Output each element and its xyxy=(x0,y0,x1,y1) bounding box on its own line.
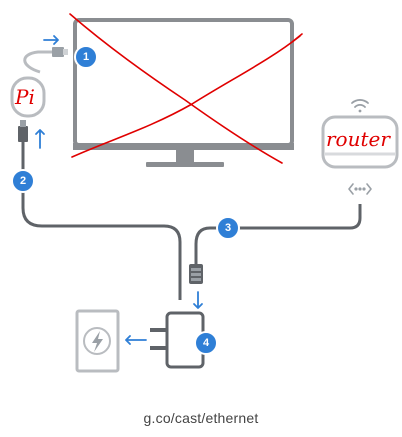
tv-bottom-bezel xyxy=(73,143,294,150)
footer-url: g.co/cast/ethernet xyxy=(143,410,259,426)
step-badge-3: 3 xyxy=(216,216,240,240)
step-badge-4: 4 xyxy=(194,331,218,355)
ethernet-plug xyxy=(189,264,203,309)
cross-out-mark xyxy=(69,13,303,164)
hdmi-plug xyxy=(52,47,64,57)
tv-screen xyxy=(73,18,294,147)
arrow-down-icon xyxy=(193,291,203,309)
step-badge-2: 2 xyxy=(11,169,35,193)
power-adapter xyxy=(125,311,205,369)
svg-text:1: 1 xyxy=(83,51,89,63)
usb-power-cable xyxy=(21,142,182,300)
usb-connector-tip xyxy=(20,120,26,127)
arrow-up-icon xyxy=(35,129,45,149)
device-annotation-label: Pi xyxy=(14,85,35,109)
lightning-icon xyxy=(92,331,103,352)
cross-out-stroke-2 xyxy=(71,33,303,158)
ethernet-cable xyxy=(194,204,362,264)
hdmi-cable-line xyxy=(23,50,58,74)
hdmi-cable xyxy=(23,35,68,74)
svg-text:2: 2 xyxy=(20,175,26,187)
tv-stand-neck xyxy=(176,150,194,164)
cast-device: Pi xyxy=(10,76,46,149)
router-annotation-label: router xyxy=(326,127,391,151)
cast-device-body xyxy=(10,76,46,118)
usb-connector xyxy=(18,126,28,142)
adapter-prong-top xyxy=(150,328,167,332)
wifi-icon xyxy=(351,99,369,113)
router: router xyxy=(321,99,399,195)
hdmi-plug-tip xyxy=(63,49,68,55)
arrow-left-icon xyxy=(125,335,147,345)
tv-stand-base xyxy=(146,162,224,167)
svg-text:3: 3 xyxy=(225,222,231,234)
outlet-ring xyxy=(83,327,111,355)
tv xyxy=(73,18,294,167)
arrow-right-icon xyxy=(43,35,59,45)
adapter-prong-bottom xyxy=(150,346,167,350)
wall-outlet xyxy=(75,309,120,373)
svg-text:4: 4 xyxy=(203,337,210,349)
cross-out-stroke-1 xyxy=(69,13,283,164)
network-arrows-icon xyxy=(348,183,372,195)
step-badge-1: 1 xyxy=(74,45,98,69)
